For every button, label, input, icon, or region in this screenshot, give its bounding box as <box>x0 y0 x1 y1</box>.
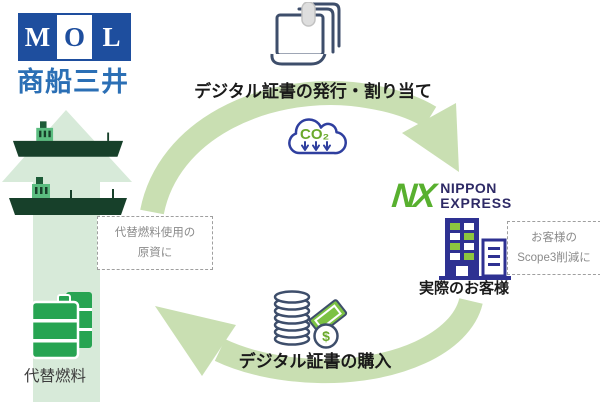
mol-letter-o: O <box>57 15 92 59</box>
mol-flag-mark: M O L <box>18 13 131 61</box>
fuel-barrels-icon <box>30 292 92 360</box>
scope3-note-line2: Scope3削減に <box>517 252 591 265</box>
mol-logo: M O L <box>18 13 131 61</box>
issue-flow-arc <box>140 81 459 215</box>
certificate-documents-icon <box>270 2 341 66</box>
coins-payment-icon: $ <box>273 290 348 349</box>
fuel-funding-note-line2: 原資に <box>137 247 173 260</box>
nippon-express-logo: NX NIPPON EXPRESS <box>390 177 512 215</box>
mol-letter-m: M <box>20 15 55 59</box>
nx-name-line2: EXPRESS <box>440 195 512 211</box>
dollar-sign: $ <box>322 328 330 344</box>
mol-letter-l: L <box>94 15 129 59</box>
customer-building-icon <box>439 218 511 280</box>
nx-logo-mark: NX <box>390 177 436 215</box>
scope3-note-line1: お客様の <box>531 232 577 244</box>
alt-fuel-label: 代替燃料 <box>24 368 87 385</box>
scope3-note-box: お客様の Scope3削減に <box>507 221 600 276</box>
co2-cloud-icon: CO₂ <box>288 118 347 155</box>
ship-icon <box>9 177 127 215</box>
purchase-flow-label: デジタル証書の購入 <box>238 352 392 371</box>
purchase-flow-arc <box>155 297 483 384</box>
fuel-funding-note-box: 代替燃料使用の 原資に <box>97 216 213 271</box>
co2-label: CO₂ <box>300 126 329 143</box>
nx-name-line1: NIPPON <box>440 180 497 197</box>
mol-company-name: 商船三井 <box>17 67 129 97</box>
fuel-funding-note-line1: 代替燃料使用の <box>114 227 196 239</box>
ship-icon <box>12 121 124 157</box>
issue-flow-label: デジタル証書の発行・割り当て <box>194 82 432 101</box>
customer-label: 実際のお客様 <box>419 280 510 297</box>
